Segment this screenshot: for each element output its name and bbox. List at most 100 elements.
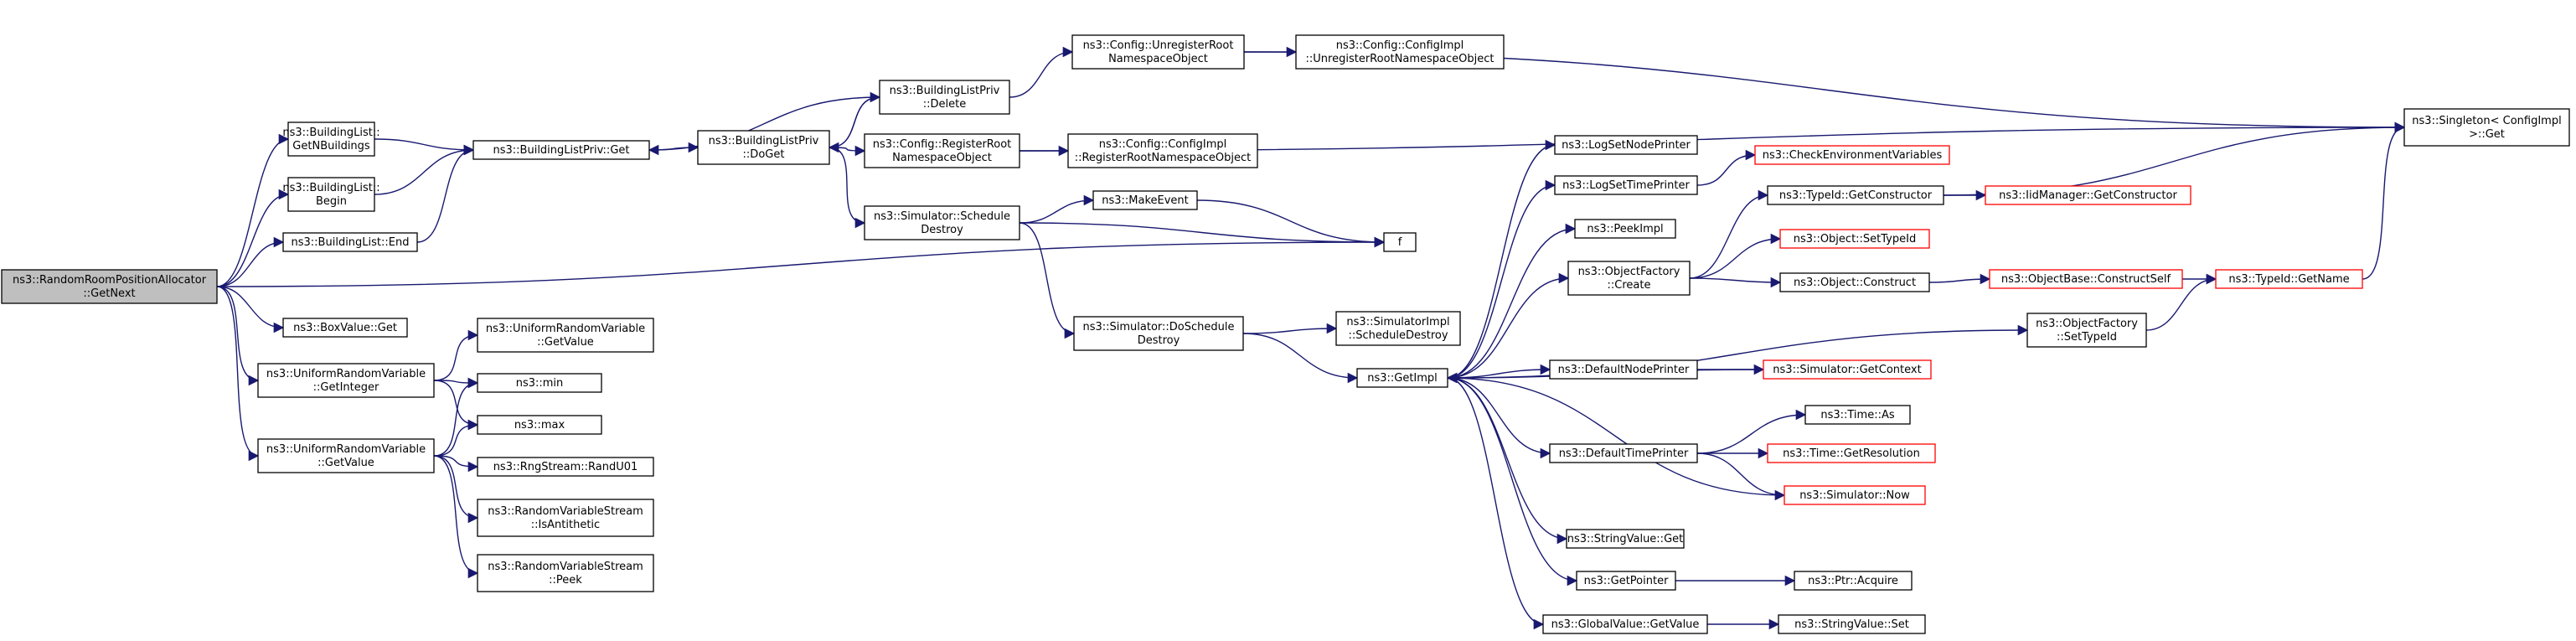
node-simimpl-sched[interactable]: ns3::SimulatorImpl::ScheduleDestroy	[1335, 311, 1461, 346]
node-label: ::GetValue	[537, 336, 594, 349]
node-checkenv[interactable]: ns3::CheckEnvironmentVariables	[1754, 145, 1950, 165]
call-edge-urv_getval2-to-min	[433, 377, 479, 457]
node-box	[1767, 443, 1936, 463]
call-edge-root-to-urv_getint	[216, 286, 260, 386]
call-edge-blp_delete-to-blp_doget	[828, 96, 880, 153]
call-edge-getimpl-to-getpointer	[1447, 377, 1578, 587]
node-peek[interactable]: ns3::RandomVariableStream::Peek	[477, 554, 654, 592]
node-box	[1071, 34, 1245, 70]
node-box	[1576, 571, 1676, 591]
node-time-as[interactable]: ns3::Time::As	[1804, 405, 1911, 425]
node-makeevent[interactable]: ns3::MakeEvent	[1092, 190, 1198, 210]
call-edge-root-to-boxvalue	[216, 286, 285, 333]
node-singleton[interactable]: ns3::Singleton< ConfigImpl >::Get	[2403, 108, 2570, 147]
node-urv-getval2[interactable]: ns3::UniformRandomVariable::GetValue	[257, 438, 435, 473]
node-sim-now[interactable]: ns3::Simulator::Now	[1784, 485, 1926, 505]
call-edge-urv_getval2-to-max	[433, 419, 479, 457]
node-box	[477, 415, 602, 435]
node-ptr-acquire[interactable]: ns3::Ptr::Acquire	[1794, 571, 1913, 591]
node-box	[1542, 614, 1708, 634]
call-edge-getimpl-to-deftimeprinter	[1447, 377, 1551, 459]
node-logtime[interactable]: ns3::LogSetTimePrinter	[1554, 175, 1698, 195]
node-box	[1356, 368, 1448, 388]
node-typeid-getname[interactable]: ns3::TypeId::GetName	[2215, 269, 2363, 289]
node-objfac-create[interactable]: ns3::ObjectFactory::Create	[1567, 261, 1691, 296]
node-label: ns3::BuildingList::End	[292, 236, 410, 249]
node-label: ::GetValue	[317, 457, 374, 469]
node-box	[2215, 269, 2363, 289]
node-box	[1784, 485, 1926, 505]
node-label: Begin	[316, 195, 347, 208]
node-sim-sched[interactable]: ns3::Simulator::ScheduleDestroy	[864, 205, 1020, 240]
node-objbase-constructself[interactable]: ns3::ObjectBase::ConstructSelf	[1989, 269, 2183, 289]
node-stringvalue-get[interactable]: ns3::StringValue::Get	[1566, 529, 1685, 549]
call-edge-getimpl-to-peekimpl	[1447, 223, 1577, 379]
node-label: ns3::BuildingListPriv	[890, 85, 1000, 97]
node-urv-getval[interactable]: ns3::UniformRandomVariable::GetValue	[477, 318, 654, 353]
node-globalvalue-get[interactable]: ns3::GlobalValue::GetValue	[1542, 614, 1708, 634]
node-obj-construct[interactable]: ns3::Object::Construct	[1779, 272, 1930, 292]
node-label: ns3::Time::As	[1820, 409, 1895, 421]
node-bl-getn[interactable]: ns3::BuildingList::GetNBuildings	[282, 121, 380, 157]
node-box	[1567, 261, 1691, 296]
node-label: ns3::Config::ConfigImpl	[1099, 138, 1227, 151]
node-deftimeprinter[interactable]: ns3::DefaultTimePrinter	[1549, 443, 1698, 463]
node-cfgimpl-reg[interactable]: ns3::Config::ConfigImpl::RegisterRootNam…	[1067, 133, 1258, 168]
node-label: ns3::DefaultNodePrinter	[1558, 364, 1690, 376]
node-box	[1067, 133, 1258, 168]
node-iidmgr-getctor[interactable]: ns3::IidManager::GetConstructor	[1985, 185, 2191, 205]
node-max[interactable]: ns3::max	[477, 415, 602, 435]
node-root[interactable]: ns3::RandomRoomPositionAllocator::GetNex…	[1, 269, 218, 304]
node-boxvalue[interactable]: ns3::BoxValue::Get	[282, 318, 408, 338]
node-blp-get[interactable]: ns3::BuildingListPriv::Get	[472, 140, 650, 160]
node-isanti[interactable]: ns3::RandomVariableStream::IsAntithetic	[477, 499, 654, 537]
node-label: ns3::TypeId::GetName	[2228, 273, 2349, 286]
node-sim-getcontext[interactable]: ns3::Simulator::GetContext	[1763, 359, 1932, 380]
node-cfg-reg[interactable]: ns3::Config::RegisterRootNamespaceObject	[864, 133, 1020, 168]
call-edge-sim_sched-to-f	[1019, 222, 1386, 248]
node-box	[1779, 229, 1930, 249]
node-stringvalue-set[interactable]: ns3::StringValue::Set	[1778, 614, 1926, 634]
node-bl-end[interactable]: ns3::BuildingList::End	[282, 232, 418, 252]
node-time-getres[interactable]: ns3::Time::GetResolution	[1767, 443, 1936, 463]
node-label: ns3::Ptr::Acquire	[1808, 575, 1898, 587]
node-box	[1073, 316, 1244, 351]
node-box	[864, 133, 1020, 168]
node-blp-doget[interactable]: ns3::BuildingListPriv::DoGet	[697, 130, 830, 165]
node-peekimpl[interactable]: ns3::PeekImpl	[1574, 219, 1676, 239]
call-edge-urv_getint-to-urv_getval	[433, 329, 479, 381]
node-box	[1754, 145, 1950, 165]
node-label: ::IsAntithetic	[531, 519, 600, 531]
node-label: ns3::Simulator::DoSchedule	[1082, 321, 1234, 333]
node-box	[1, 269, 218, 304]
node-blp-delete[interactable]: ns3::BuildingListPriv::Delete	[879, 80, 1010, 115]
call-edge-logtime-to-checkenv	[1696, 149, 1757, 186]
node-obj-settypeid[interactable]: ns3::Object::SetTypeId	[1779, 229, 1930, 249]
node-box	[287, 121, 375, 157]
call-edge-getimpl-to-stringvalue_get	[1447, 377, 1568, 545]
node-label: ns3::BuildingListPriv	[709, 135, 819, 147]
node-label: ::Peek	[549, 574, 582, 587]
node-urv-getint[interactable]: ns3::UniformRandomVariable::GetInteger	[257, 363, 435, 398]
node-min[interactable]: ns3::min	[477, 373, 602, 393]
node-getimpl[interactable]: ns3::GetImpl	[1356, 368, 1448, 388]
node-label: ::SetTypeId	[2057, 331, 2117, 344]
node-cfgimpl-unreg[interactable]: ns3::Config::ConfigImpl::UnregisterRootN…	[1295, 34, 1505, 70]
node-cfg-unreg[interactable]: ns3::Config::UnregisterRootNamespaceObje…	[1071, 34, 1245, 70]
node-randu01[interactable]: ns3::RngStream::RandU01	[477, 457, 654, 477]
node-label: ns3::ObjectBase::ConstructSelf	[2001, 273, 2171, 286]
call-edge-getimpl-to-objfac_settypeid	[1447, 324, 2029, 379]
node-objfac-settypeid[interactable]: ns3::ObjectFactory::SetTypeId	[2026, 313, 2147, 348]
node-label: ns3::PeekImpl	[1587, 223, 1663, 235]
node-box	[1549, 443, 1698, 463]
call-edge-cfg_reg-to-singleton	[1019, 121, 2406, 152]
node-label: ::UnregisterRootNamespaceObject	[1306, 53, 1494, 65]
node-bl-begin[interactable]: ns3::BuildingList::Begin	[282, 177, 380, 212]
node-typeid-getctor[interactable]: ns3::TypeId::GetConstructor	[1767, 185, 1944, 205]
node-defnodeprinter[interactable]: ns3::DefaultNodePrinter	[1549, 359, 1698, 380]
node-f[interactable]: f	[1383, 232, 1417, 252]
call-edge-root-to-bl_getn	[216, 133, 290, 287]
node-getpointer[interactable]: ns3::GetPointer	[1576, 571, 1676, 591]
node-lognode[interactable]: ns3::LogSetNodePrinter	[1554, 135, 1698, 155]
